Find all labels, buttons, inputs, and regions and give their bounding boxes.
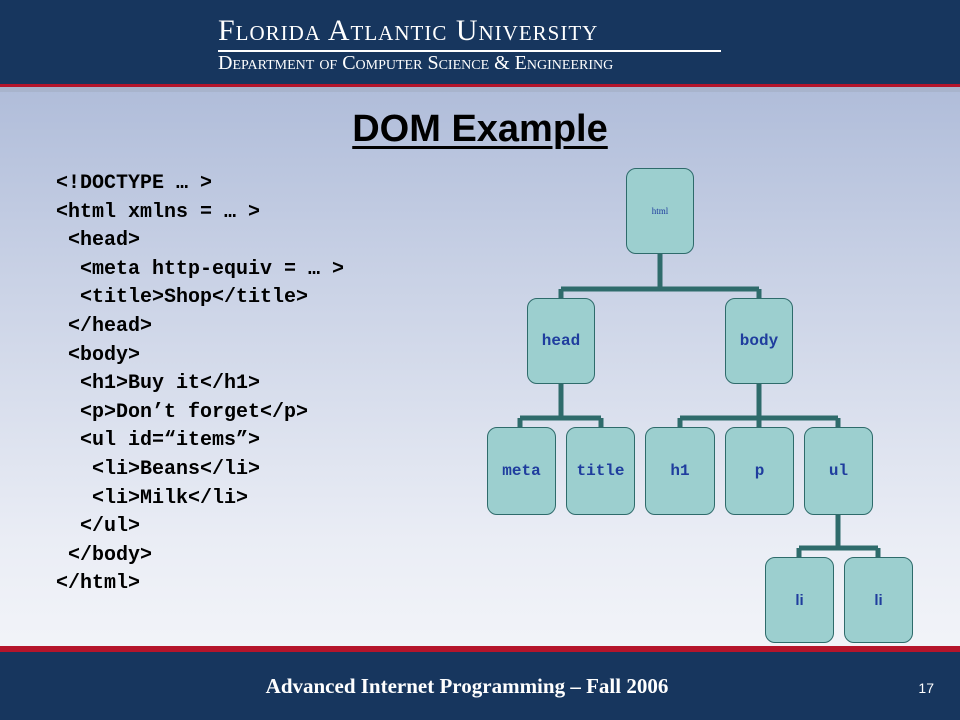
tree-node-p: p [725, 427, 794, 515]
university-underline [218, 50, 721, 52]
code-line: </html> [56, 572, 141, 596]
slide-title: DOM Example [0, 108, 960, 151]
code-line: <li>Beans</li> [56, 457, 261, 481]
tree-node-meta: meta [487, 427, 556, 515]
university-name: Florida Atlantic University [218, 14, 599, 47]
tree-node-ul: ul [804, 427, 873, 515]
code-line: <title>Shop</title> [56, 286, 309, 310]
header-light-stripe [0, 87, 960, 92]
page-number: 17 [918, 680, 934, 696]
tree-node-title: title [566, 427, 635, 515]
header-banner [0, 0, 960, 86]
html-code-listing: <!DOCTYPE … > <html xmlns = … > <head> <… [56, 170, 476, 599]
department-name: Department of Computer Science & Enginee… [218, 52, 614, 74]
code-line: </body> [56, 543, 153, 567]
tree-node-head: head [527, 298, 595, 384]
tree-node-h1: h1 [645, 427, 715, 515]
code-line: <head> [56, 229, 141, 253]
code-line: <p>Don’t forget</p> [56, 400, 309, 424]
code-line: <!DOCTYPE … > [56, 172, 213, 195]
tree-node-li: li [765, 557, 834, 643]
code-line: </ul> [56, 515, 141, 539]
slide-title-text: DOM Example [352, 108, 608, 150]
header-red-stripe [0, 84, 960, 87]
code-line: </head> [56, 314, 153, 338]
code-line: <ul id=“items”> [56, 429, 261, 453]
tree-node-li: li [844, 557, 913, 643]
course-title: Advanced Internet Programming – Fall 200… [265, 674, 669, 698]
footer-red-stripe [0, 646, 960, 652]
code-line: <h1>Buy it</h1> [56, 372, 261, 396]
footer-banner [0, 652, 960, 720]
tree-node-html: html [626, 168, 694, 254]
code-line: <html xmlns = … > [56, 200, 261, 224]
code-line: <meta http-equiv = … > [56, 257, 345, 281]
tree-node-body: body [725, 298, 793, 384]
code-line: <body> [56, 343, 141, 367]
code-line: <li>Milk</li> [56, 486, 249, 510]
